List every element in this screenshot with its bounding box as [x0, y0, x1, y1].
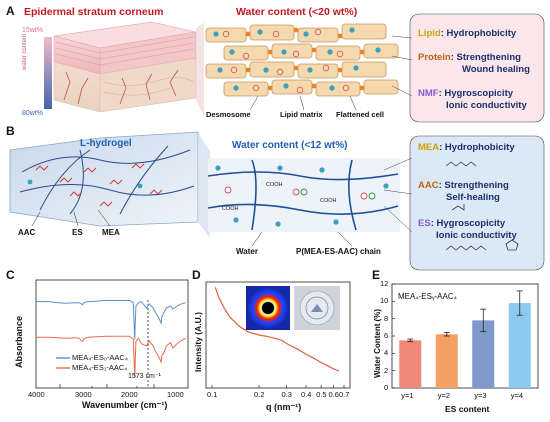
panel-e-ytick-label: 10 — [380, 296, 389, 306]
aac-label: AAC — [18, 228, 36, 237]
panel-b-artwork — [9, 131, 545, 271]
protein-desc-2: Wound healing — [462, 64, 530, 75]
panel-c-ylabel: Absorbance — [14, 315, 24, 368]
es-desc-2: Ionic conductivity — [436, 230, 517, 241]
lipid-matrix-label: Lipid matrix — [280, 110, 323, 119]
cooh-label: COOH — [266, 182, 283, 188]
panel-c-xtick: 4000 — [28, 390, 45, 399]
panel-d-ylabel: Intensity (A.U.) — [193, 312, 203, 372]
panel-d-artwork — [205, 281, 351, 389]
bar-y=4 — [508, 303, 531, 388]
mea-desc: : Hydrophobicity — [439, 142, 515, 153]
panel-label-c: C — [6, 268, 15, 282]
lipid-entry: Lipid: Hydrophobicity — [418, 28, 516, 39]
panel-e-ytick-label: 6 — [384, 331, 389, 340]
panel-a-artwork — [44, 13, 545, 123]
es-key: ES — [418, 218, 431, 229]
panel-d-xtick-label: 0.1 — [207, 390, 218, 399]
gradient-caption: water content — [22, 33, 28, 70]
protein-key: Protein — [418, 52, 451, 63]
lipid-key: Lipid — [418, 28, 441, 39]
panel-label-a: A — [6, 4, 15, 18]
ftir-series-line-1 — [36, 300, 186, 340]
es-label: ES — [72, 228, 83, 237]
panel-e-ytick-label: 12 — [380, 279, 389, 288]
skin-title: Epidermal stratum corneum — [24, 6, 164, 18]
desmosome-label: Desmosome — [206, 110, 251, 119]
gradient-top-label: 15wt% — [22, 27, 44, 34]
panel-a-water-title: Water content (<20 wt%) — [236, 6, 358, 18]
panel-b-legend-box — [409, 135, 545, 271]
panel-e-ylabel: Water Content (%) — [373, 308, 382, 378]
nmf-key: NMF — [418, 88, 439, 99]
chain-label: P(MEA-ES-AAC) chain — [296, 247, 381, 256]
panel-e-title: MEA₄-ESᵧ-AAC₄ — [398, 292, 457, 301]
panel-d-xtick-label: 0.5 — [316, 390, 327, 399]
panel-d-xtick-label: 0.6 — [328, 390, 339, 399]
panel-e-ytick-label: 4 — [384, 348, 389, 358]
saxs-curve — [214, 287, 340, 372]
gradient-bottom-label: 80wt% — [22, 110, 44, 117]
panel-c-artwork — [35, 279, 189, 389]
panel-e-category-label: y=3 — [474, 391, 487, 400]
water-label: Water — [236, 247, 258, 256]
aac-entry: AAC: Strengthening — [418, 180, 509, 191]
water-gradient-bar — [44, 37, 52, 109]
nmf-desc-2: Ionic conductivity — [446, 100, 527, 111]
legend-entry-es1: MEA₄-ES₁-AAC₄ — [72, 363, 128, 372]
panel-e-category-label: y=2 — [437, 391, 451, 400]
aac-desc-1: : Strengthening — [438, 180, 509, 191]
protein-desc-1: : Strengthening — [450, 52, 521, 63]
mea-entry: MEA: Hydrophobicity — [418, 142, 515, 153]
nmf-entry: NMF: Hygroscopicity — [418, 88, 513, 99]
es-desc-1: : Hygroscopicity — [430, 218, 506, 229]
es-entry: ES: Hygroscopicity — [418, 218, 505, 229]
bar-y=1 — [399, 340, 422, 388]
lipid-desc: : Hydrophobicity — [440, 28, 517, 39]
protein-entry: Protein: Strengthening — [418, 52, 521, 63]
bar-y=3 — [472, 320, 495, 388]
panel-d-xtick-label: 0.7 — [339, 390, 350, 399]
panel-e-ytick-label: 8 — [384, 313, 389, 323]
panel-e-ytick-label: 0 — [384, 383, 389, 392]
flattened-cell-label: Flattened cell — [336, 110, 384, 119]
mea-key: MEA — [418, 142, 440, 153]
panel-e-category-label: y=1 — [401, 391, 414, 400]
ftir-series-line-2 — [36, 335, 187, 378]
panel-label-d: D — [192, 268, 201, 282]
panel-d-xtick-label: 0.3 — [281, 390, 292, 399]
panel-label-e: E — [372, 268, 381, 282]
panel-e-category-label: y=4 — [510, 391, 524, 400]
bar-y=2 — [435, 334, 458, 388]
panel-b-water-title: Water content (<12 wt%) — [232, 140, 348, 151]
mea-label: MEA — [102, 228, 120, 237]
panel-d-xtick-label: 0.4 — [301, 390, 312, 399]
panel-label-b: B — [6, 124, 15, 138]
panel-d-xlabel: q (nm⁻¹) — [266, 402, 302, 412]
panel-e-xlabel: ES content — [445, 404, 490, 414]
hydrogel-title: L-hydrogel — [80, 138, 132, 149]
panel-c-xtick: 2000 — [121, 390, 138, 399]
panel-c-xlabel: Wavenumber (cm⁻¹) — [82, 400, 168, 410]
panel-e-ytick-label: 2 — [384, 365, 389, 375]
aac-desc-2: Self-healing — [446, 192, 500, 203]
panel-d-xtick-label: 0.2 — [254, 390, 265, 399]
cooh-label: COOH — [222, 206, 239, 212]
panel-c-xtick: 1000 — [167, 390, 184, 399]
panel-a-legend-box — [409, 13, 545, 123]
aac-key: AAC — [418, 180, 439, 191]
nmf-desc-1: : Hygroscopicity — [438, 88, 514, 99]
legend-entry-es0: MEA₄-ES₀-AAC₄ — [72, 353, 128, 362]
peak-annotation: 1573 cm⁻¹ — [128, 373, 161, 380]
cooh-label: COOH — [320, 198, 337, 204]
panel-c-xtick: 3000 — [75, 390, 92, 399]
